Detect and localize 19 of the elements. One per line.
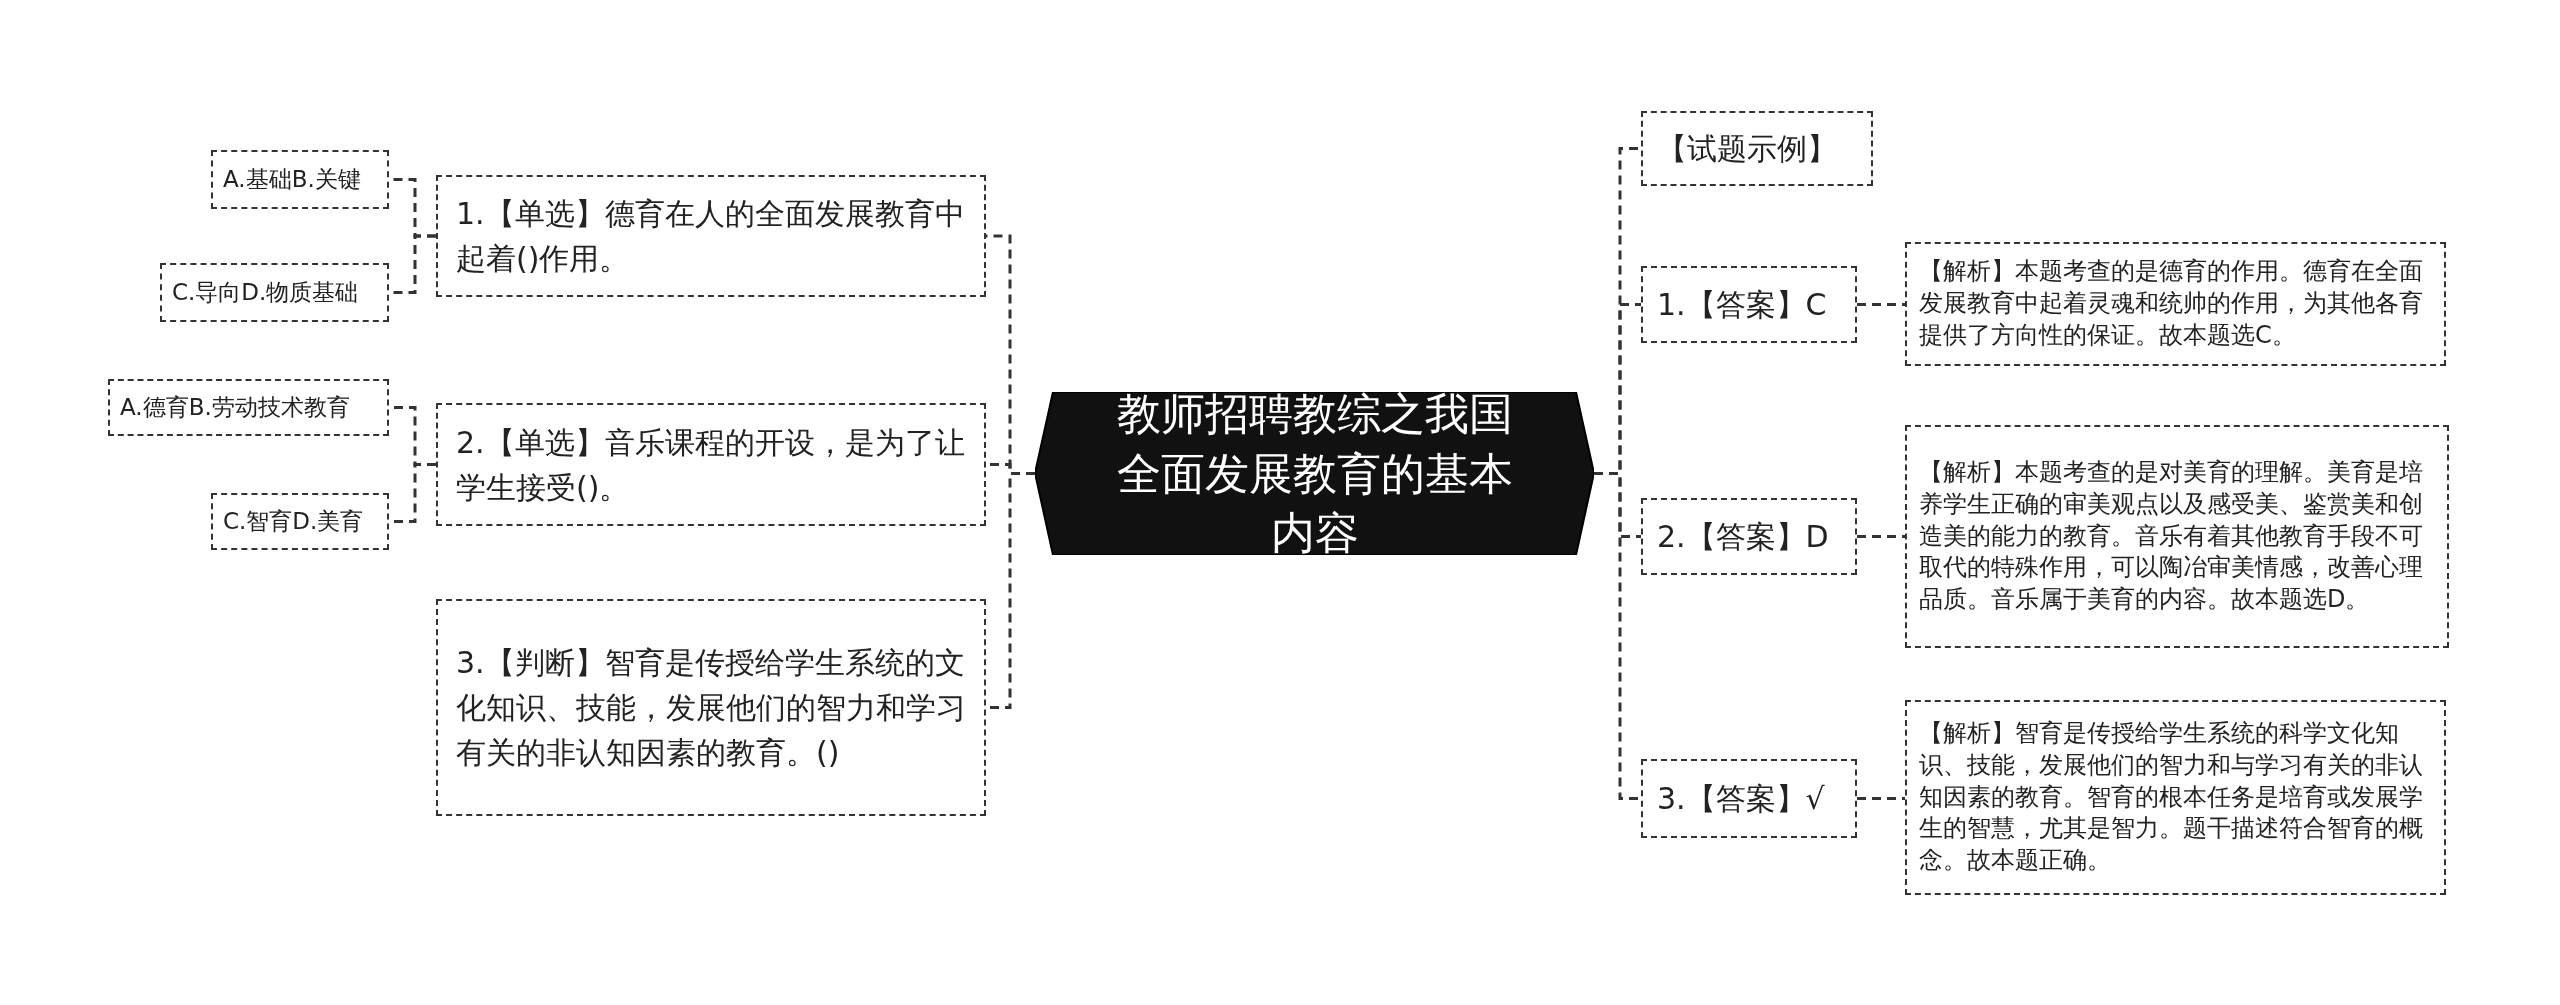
explanation-box: 【解析】本题考查的是德育的作用。德育在全面发展教育中起着灵魂和统帅的作用，为其他各育提供了方向性的保证。故本题选C。 [1905,242,2446,366]
question-box: 3.【判断】智育是传授给学生系统的文化知识、技能，发展他们的智力和学习有关的非认知因素的教育。() [436,599,986,816]
explanation-box: 【解析】本题考查的是对美育的理解。美育是培养学生正确的审美观点以及感受美、鉴赏美和创造美的能力的教育。音乐有着其他教育手段不可取代的特殊作用，可以陶冶审美情感，改善心理品质。音乐属于美育的内容。故本题选D。 [1905,425,2449,648]
question-box: 1.【单选】德育在人的全面发展教育中起着()作用。 [436,175,986,297]
question-box: 2.【单选】音乐课程的开设，是为了让学生接受()。 [436,403,986,526]
option-box: A.德育B.劳动技术教育 [108,379,389,436]
answer-box: 2.【答案】D [1641,498,1857,575]
section-heading-box: 【试题示例】 [1641,111,1873,186]
connector-line [1857,797,1905,800]
connector-line [1594,472,1641,800]
answer-box: 3.【答案】√ [1641,759,1857,838]
explanation-box: 【解析】智育是传授给学生系统的科学文化知识、技能，发展他们的智力和与学习有关的非认知因素的教育。智育的根本任务是培育或发展学生的智慧，尤其是智力。题干描述符合智育的概念。故本题正确。 [1905,700,2446,895]
option-box: A.基础B.关键 [211,150,389,209]
answer-box: 1.【答案】C [1641,266,1857,343]
central-topic: 教师招聘教综之我国全面发展教育的基本内容 [1035,392,1594,555]
option-box: C.导向D.物质基础 [160,263,389,322]
connector-line [1857,303,1905,306]
connector-line [1857,535,1905,538]
option-box: C.智育D.美育 [211,493,389,550]
